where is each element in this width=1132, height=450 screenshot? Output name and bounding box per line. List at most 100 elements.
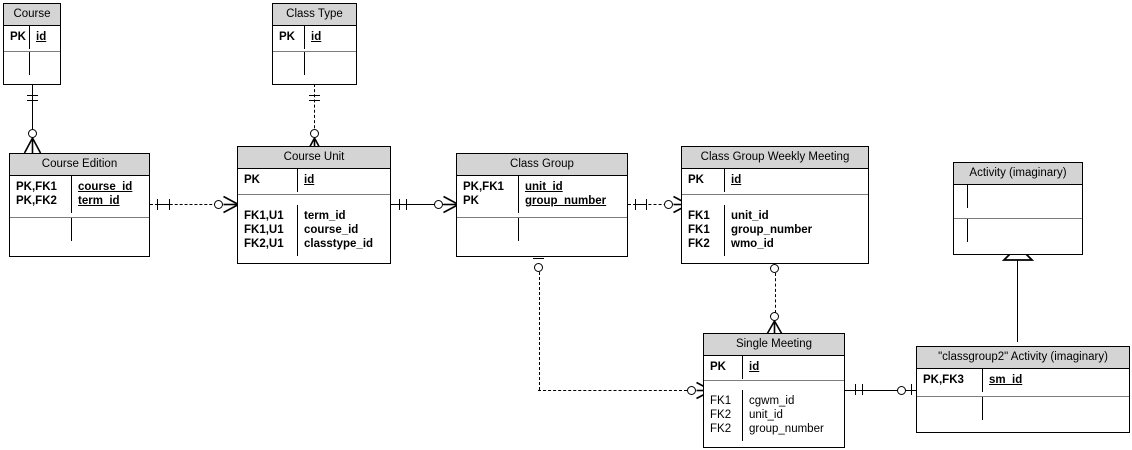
attribute-label: group_number bbox=[525, 195, 607, 208]
entity-attribute-section: FK1,U1 FK1,U1 FK2,U1 term_id course_id c… bbox=[238, 195, 390, 265]
entity-attribute-section bbox=[10, 218, 149, 255]
entity-title: Course Edition bbox=[10, 154, 149, 177]
key-label: PK bbox=[10, 31, 26, 44]
cardinality-one-bar-icon bbox=[855, 384, 856, 395]
cardinality-zero-circle-icon bbox=[687, 385, 696, 395]
entity-attribute-section bbox=[457, 218, 627, 255]
entity-title: Course bbox=[4, 4, 60, 27]
key-label: FK2 bbox=[710, 423, 732, 436]
connector-line-vertical bbox=[538, 272, 540, 390]
key-label: PK,FK3 bbox=[923, 374, 964, 387]
entity-key-section: PK id bbox=[704, 356, 844, 382]
attribute-label: course_id bbox=[304, 224, 359, 237]
attribute-label: unit_id bbox=[749, 409, 783, 422]
key-label: PK bbox=[688, 174, 704, 187]
entity-key-section: PK,FK3 sm_id bbox=[917, 369, 1129, 398]
entity-classgroup2-activity-imaginary[interactable]: "classgroup2" Activity (imaginary) PK,FK… bbox=[916, 346, 1130, 433]
entity-title: "classgroup2" Activity (imaginary) bbox=[917, 347, 1129, 370]
crow-foot-icon bbox=[223, 195, 239, 214]
attribute-label: cgwm_id bbox=[749, 395, 795, 408]
entity-class-group[interactable]: Class Group PK,FK1 PK unit_id group_numb… bbox=[456, 153, 628, 257]
entity-attribute-section bbox=[917, 397, 1129, 428]
attribute-label: course_id bbox=[78, 181, 133, 194]
entity-title: Class Group bbox=[457, 154, 627, 177]
entity-title: Class Type bbox=[273, 4, 356, 27]
entity-attribute-section: FK1 FK2 FK2 cgwm_id unit_id group_number bbox=[704, 381, 844, 449]
attribute-label: id bbox=[731, 174, 742, 187]
key-label: PK,FK1 bbox=[463, 181, 504, 194]
attribute-label: id bbox=[311, 31, 322, 44]
entity-title: Class Group Weekly Meeting bbox=[682, 147, 868, 170]
cardinality-one-bar-icon bbox=[862, 384, 863, 395]
entity-course-edition[interactable]: Course Edition PK,FK1 PK,FK2 course_id t… bbox=[9, 153, 150, 257]
attribute-label: sm_id bbox=[989, 374, 1023, 387]
entity-class-group-weekly-meeting[interactable]: Class Group Weekly Meeting PK id FK1 FK1… bbox=[681, 146, 869, 264]
entity-title: Course Unit bbox=[238, 147, 390, 170]
entity-key-section: PK,FK1 PK,FK2 course_id term_id bbox=[10, 176, 149, 219]
cardinality-one-bar-icon bbox=[911, 384, 912, 395]
key-label: PK,FK2 bbox=[16, 195, 57, 208]
key-label: FK1 bbox=[688, 210, 710, 223]
attribute-label: term_id bbox=[78, 195, 120, 208]
entity-course-unit[interactable]: Course Unit PK id FK1,U1 FK1,U1 FK2,U1 t… bbox=[237, 146, 391, 264]
crow-foot-icon bbox=[23, 137, 42, 154]
key-label: FK1 bbox=[688, 224, 710, 237]
attribute-label: id bbox=[304, 174, 315, 187]
cardinality-zero-circle-icon bbox=[770, 264, 779, 273]
cardinality-one-bar-icon bbox=[308, 100, 320, 101]
attribute-label: classtype_id bbox=[304, 238, 374, 251]
attribute-label: id bbox=[36, 31, 47, 44]
entity-attribute-section bbox=[4, 52, 60, 81]
entity-key-section: PK,FK1 PK unit_id group_number bbox=[457, 176, 627, 219]
attribute-label: wmo_id bbox=[731, 238, 774, 251]
connector-line bbox=[150, 204, 232, 205]
entity-attribute-section: FK1 FK1 FK2 unit_id group_number wmo_id bbox=[682, 195, 868, 265]
attribute-label: unit_id bbox=[525, 181, 563, 194]
connector-line bbox=[1017, 258, 1018, 342]
entity-course[interactable]: Course PK id bbox=[3, 3, 61, 85]
key-label: PK bbox=[244, 174, 260, 187]
attribute-label: group_number bbox=[749, 423, 824, 436]
cardinality-zero-circle-icon bbox=[664, 199, 673, 209]
cardinality-zero-circle-icon bbox=[214, 199, 223, 209]
entity-title: Single Meeting bbox=[704, 334, 844, 357]
cardinality-zero-circle-icon bbox=[434, 199, 443, 209]
connector-line bbox=[845, 389, 917, 391]
key-label: FK2 bbox=[710, 409, 732, 422]
entity-key-section bbox=[954, 185, 1082, 220]
key-label: PK bbox=[463, 195, 479, 208]
entity-key-section: PK id bbox=[273, 26, 356, 53]
cardinality-zero-circle-icon bbox=[309, 129, 319, 138]
key-label: FK1 bbox=[710, 395, 732, 408]
entity-attribute-section bbox=[954, 219, 1082, 255]
key-label: PK,FK1 bbox=[16, 181, 57, 194]
cardinality-one-bar-icon bbox=[533, 258, 544, 259]
connector-line bbox=[314, 84, 315, 154]
attribute-label: term_id bbox=[304, 210, 346, 223]
connector-line bbox=[628, 204, 682, 205]
cardinality-zero-circle-icon bbox=[534, 263, 543, 272]
crow-foot-icon bbox=[765, 320, 784, 336]
key-label: FK1,U1 bbox=[244, 224, 284, 237]
connector-line bbox=[774, 273, 776, 313]
key-label: FK1,U1 bbox=[244, 210, 284, 223]
cardinality-one-bar-icon bbox=[26, 95, 38, 96]
connector-line-horizontal bbox=[538, 389, 687, 391]
connector-line bbox=[32, 84, 33, 154]
cardinality-one-crossbar bbox=[157, 203, 170, 205]
attribute-label: group_number bbox=[731, 224, 813, 237]
cardinality-one-bar-icon bbox=[26, 100, 38, 101]
cardinality-one-bar-icon bbox=[406, 198, 407, 210]
entity-activity-imaginary[interactable]: Activity (imaginary) bbox=[953, 162, 1083, 255]
entity-title: Activity (imaginary) bbox=[954, 163, 1082, 186]
key-label: FK2,U1 bbox=[244, 238, 284, 251]
entity-class-type[interactable]: Class Type PK id bbox=[272, 3, 357, 85]
entity-key-section: PK id bbox=[4, 26, 60, 53]
cardinality-zero-circle-icon bbox=[897, 385, 906, 395]
entity-key-section: PK id bbox=[238, 169, 390, 196]
cardinality-zero-circle-icon bbox=[27, 129, 37, 138]
attribute-label: id bbox=[749, 361, 760, 374]
entity-single-meeting[interactable]: Single Meeting PK id FK1 FK2 FK2 cgwm_id… bbox=[703, 333, 845, 448]
cardinality-zero-circle-icon bbox=[770, 312, 779, 321]
